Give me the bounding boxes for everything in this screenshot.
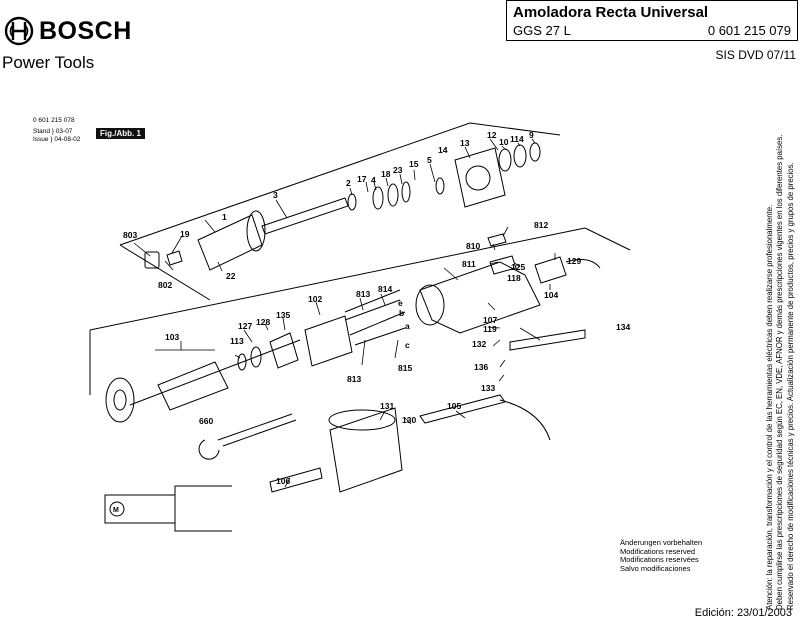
part-label-102: 102 [308,294,322,304]
part-label-105: 105 [447,401,461,411]
part-label-a: a [405,321,410,331]
part-label-14: 14 [438,145,448,155]
part-label-113: 113 [230,336,244,346]
sis-reference: SIS DVD 07/11 [715,48,796,62]
part-label-810: 810 [466,241,480,251]
armature-assembly [105,289,406,423]
part-label-813-top: 813 [356,289,370,299]
part-label-104: 104 [544,290,558,300]
part-label-660: 660 [199,416,213,426]
part-label-12: 12 [487,130,497,140]
brush-holder-assembly [487,233,601,284]
legal-line: Atención: la reparación, transformación … [765,204,774,610]
part-label-18: 18 [381,169,391,179]
legal-line: Reservado el derecho de modificaciones t… [785,162,795,610]
product-number: 0 601 215 079 [707,23,791,38]
part-label-119: 119 [483,324,497,334]
part-label-10: 10 [499,137,509,147]
part-label-c: c [405,340,410,350]
part-label-131: 131 [380,401,394,411]
part-label-5: 5 [427,155,432,165]
part-label-132: 132 [472,339,486,349]
part-label-17: 17 [357,174,367,184]
spindle-assembly [144,142,541,271]
part-label-15: 15 [409,159,419,169]
part-label-128: 128 [256,317,270,327]
part-label-106: 106 [276,476,290,486]
part-label-815: 815 [398,363,412,373]
diagram-part-number: 0 601 215 078 [33,117,75,124]
modifications-notice: Änderungen vorbehalten Modifications res… [620,538,703,573]
housing-sleeve [269,394,551,493]
part-label-803: 803 [123,230,137,240]
part-label-4: 4 [371,175,376,185]
part-label-107: 107 [483,315,497,325]
motor-housing [415,261,586,351]
legal-notice: Atención: la reparación, transformación … [765,80,796,610]
part-label-13: 13 [460,138,470,148]
title-box: Amoladora Recta Universal GGS 27 L 0 601… [506,0,798,41]
legal-line: Deben cumplirse las prescripciones de se… [775,134,785,610]
bosch-logo: BOSCH [4,16,132,46]
wrench-icon [198,413,297,460]
figure-label: Fig./Abb. 1 [96,128,145,139]
part-label-3: 3 [273,190,278,200]
part-label-811: 811 [462,259,476,269]
part-label-812: 812 [534,220,548,230]
modifications-line: Änderungen vorbehalten [620,538,703,547]
part-label-19: 19 [180,229,190,239]
issue-label: Issue [33,136,49,143]
part-label-118: 118 [507,273,521,283]
brand-tagline: Power Tools [2,53,95,72]
stand-line: Stand } 03-07 [33,128,73,135]
part-label-130: 130 [402,415,416,425]
edition-date: Edición: 23/01/2003 [694,607,792,619]
stand-date: 03-07 [55,128,73,135]
part-label-127: 127 [238,321,252,331]
issue-date: 04-08-02 [54,136,81,143]
part-label-136: 136 [474,362,488,372]
circuit-schematic [104,485,232,532]
part-label-802: 802 [158,280,172,290]
modifications-line: Modifications reserved [620,546,696,556]
product-title: Amoladora Recta Universal [513,4,709,21]
part-label-9: 9 [529,130,534,140]
part-label-2: 2 [346,178,351,188]
part-label-814: 814 [378,284,392,294]
stand-label: Stand [33,128,50,135]
part-label-125: 125 [511,262,525,272]
part-label-e: e [398,298,403,308]
part-label-813-bottom: 813 [347,374,361,384]
bosch-armature-icon [4,16,34,46]
part-label-b: b [399,308,404,318]
brand-name: BOSCH [39,16,132,45]
modifications-line: Salvo modificaciones [620,563,691,573]
part-label-1: 1 [222,212,227,222]
part-label-23: 23 [393,165,403,175]
part-label-133: 133 [481,383,495,393]
part-label-103: 103 [165,332,179,342]
part-label-22: 22 [226,271,236,281]
issue-line: Issue } 04-08-02 [33,136,81,143]
part-label-134: 134 [616,322,630,332]
model-name: GGS 27 L [513,23,571,38]
part-label-135: 135 [276,310,290,320]
motor-symbol-label: M [113,507,119,514]
part-label-129: 129 [567,256,581,266]
modifications-line: Modifications reservées [620,555,699,565]
part-label-114: 114 [510,134,524,144]
